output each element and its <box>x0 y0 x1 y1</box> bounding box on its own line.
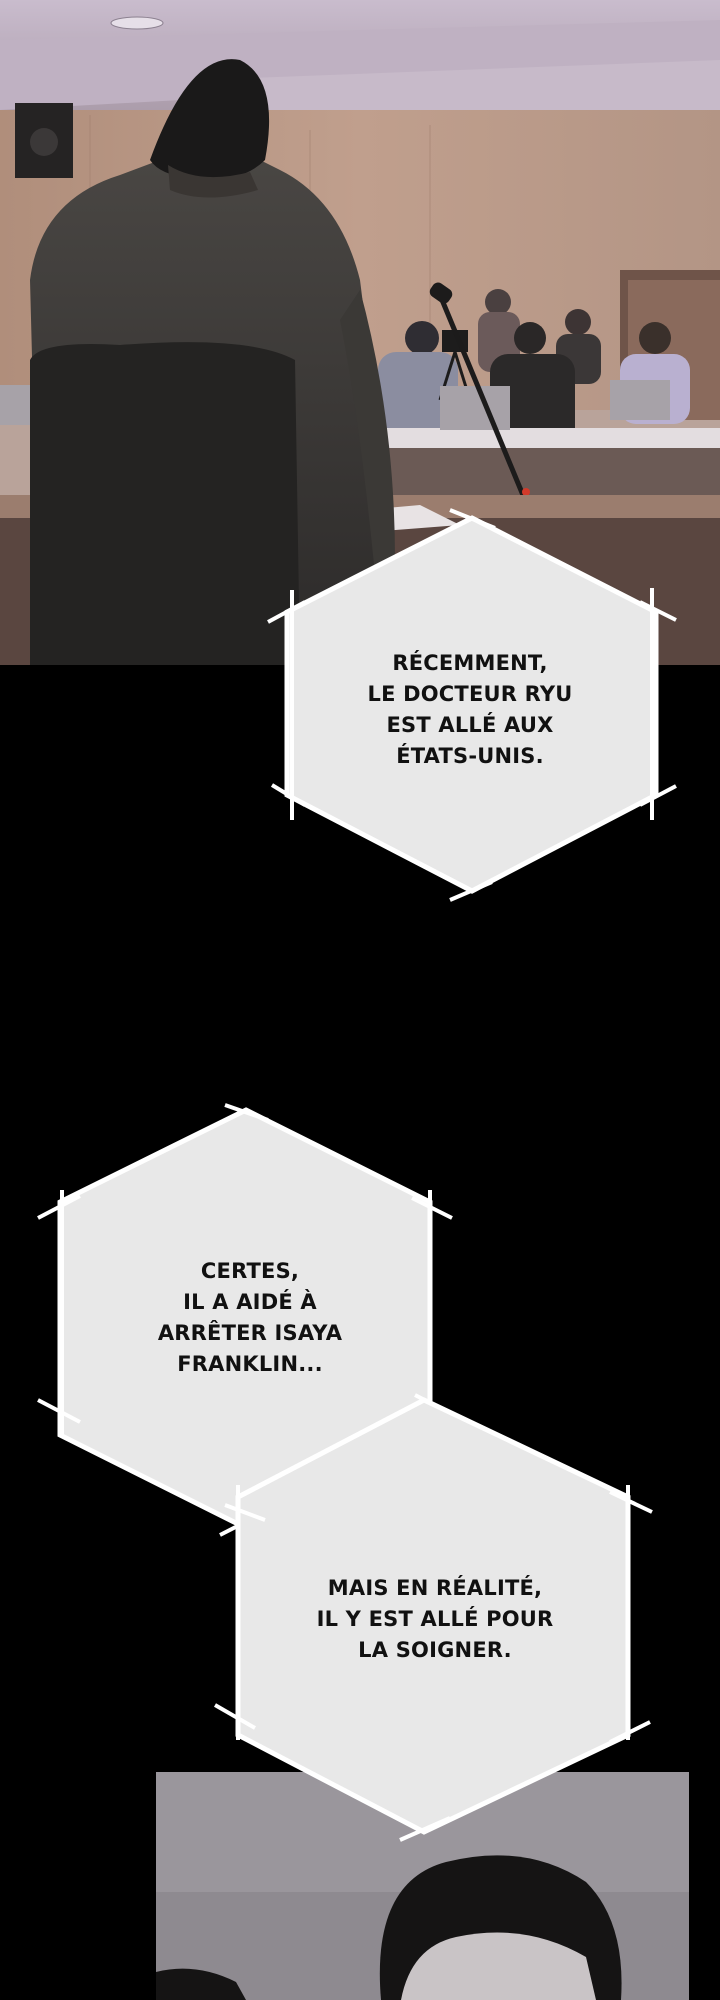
ceiling-light <box>110 16 164 30</box>
audience <box>378 289 690 464</box>
laptop <box>0 385 30 425</box>
speech-line: IL A AIDÉ À <box>183 1290 317 1314</box>
speech-line: LA SOIGNER. <box>358 1638 512 1662</box>
face-closeup-panel <box>156 1772 689 2000</box>
speech-line: MAIS EN RÉALITÉ, <box>327 1576 543 1600</box>
speech-line: ÉTATS-UNIS. <box>396 744 544 768</box>
laptop <box>610 380 670 420</box>
second-head <box>156 1968 246 2000</box>
speech-text-1: RÉCEMMENT, LE DOCTEUR RYU EST ALLÉ AUX É… <box>325 648 615 772</box>
speech-line: ARRÊTER ISAYA <box>157 1321 343 1345</box>
forehead <box>401 1932 596 2000</box>
speech-line: CERTES, <box>200 1259 300 1283</box>
speech-text-2: CERTES, IL A AIDÉ À ARRÊTER ISAYA FRANKL… <box>100 1256 400 1380</box>
courtroom-panel <box>0 0 720 665</box>
speech-line: EST ALLÉ AUX <box>386 713 554 737</box>
speech-line: IL Y EST ALLÉ POUR <box>316 1607 554 1631</box>
press-table <box>300 428 720 450</box>
ceiling-soffit <box>0 20 720 110</box>
head-illustration <box>156 1772 689 2000</box>
speech-text-3: MAIS EN RÉALITÉ, IL Y EST ALLÉ POUR LA S… <box>285 1573 585 1666</box>
speech-line: FRANKLIN... <box>177 1352 323 1376</box>
laptop <box>440 386 510 430</box>
speech-line: RÉCEMMENT, <box>392 651 548 675</box>
speech-line: LE DOCTEUR RYU <box>367 682 573 706</box>
chair-back <box>30 342 300 665</box>
speaker-cone <box>30 128 58 156</box>
courtroom-illustration <box>0 0 720 665</box>
